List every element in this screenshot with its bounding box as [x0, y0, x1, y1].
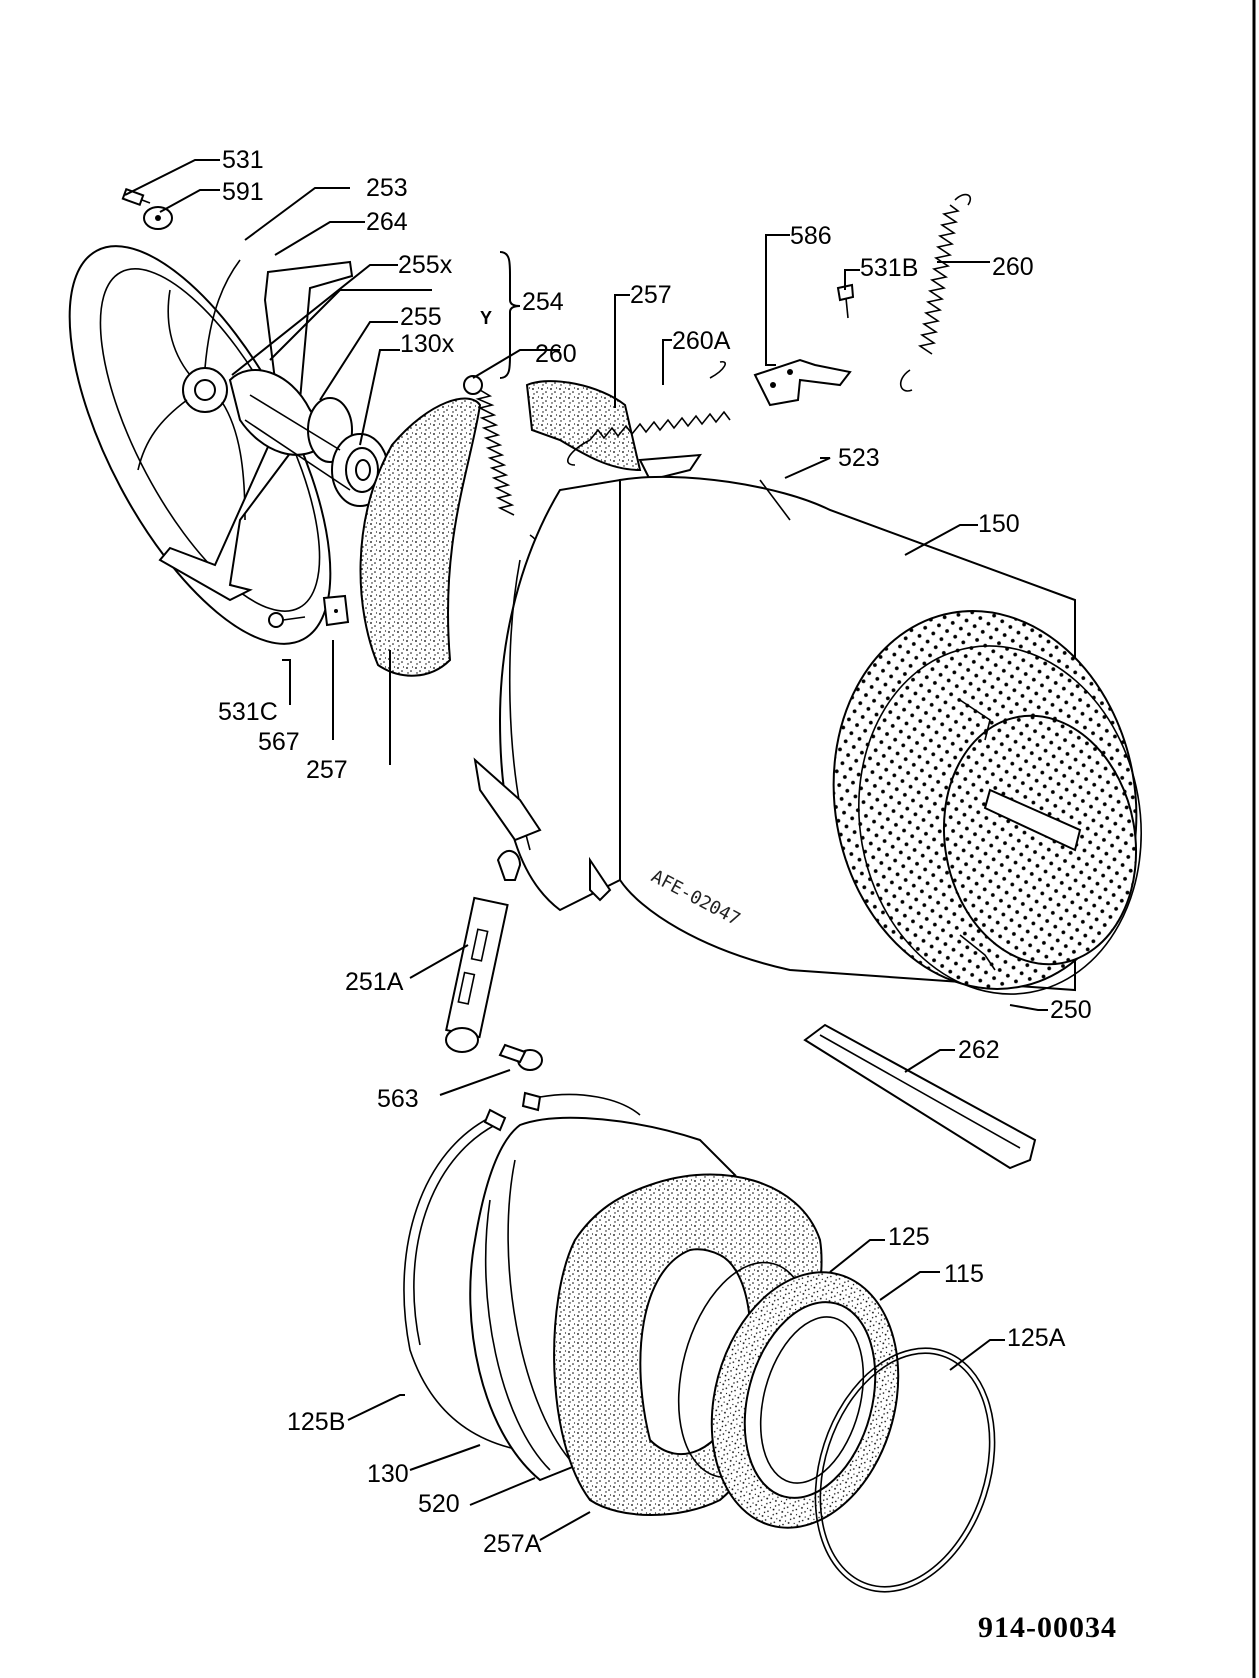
label-254: 254 — [522, 288, 564, 316]
label-255: 255 — [400, 303, 442, 331]
label-531B: 531B — [860, 254, 918, 282]
label-257A: 257A — [483, 1530, 542, 1558]
label-260A: 260A — [672, 327, 731, 355]
label-567: 567 — [258, 728, 300, 756]
weight-262 — [803, 1023, 1037, 1170]
door-seal-115 — [710, 1271, 900, 1529]
label-257-top: 257 — [630, 281, 672, 309]
label-253: 253 — [366, 174, 408, 202]
spring-260-center — [463, 375, 541, 557]
label-523: 523 — [838, 444, 880, 472]
label-260-center: 260 — [535, 340, 577, 368]
screw-531B — [836, 283, 855, 319]
label-257-bottom: 257 — [306, 756, 348, 784]
part-labels: 531 591 253 264 255x 254 255 Y 130x 260 … — [218, 146, 1092, 1558]
label-586: 586 — [790, 222, 832, 250]
counterweight-257-top — [525, 380, 642, 472]
clamp-ring-125B — [403, 1091, 641, 1451]
drum-front-250 — [832, 610, 1142, 995]
label-130x: 130x — [400, 330, 455, 358]
shock-absorber-251A — [445, 850, 522, 1053]
screw-531 — [121, 187, 151, 207]
plate-567 — [322, 594, 350, 627]
label-125B: 125B — [287, 1408, 345, 1436]
label-255-y: Y — [480, 308, 492, 328]
label-264: 264 — [366, 208, 408, 236]
drum-pulley — [68, 245, 332, 645]
washer-591 — [143, 206, 173, 230]
label-520: 520 — [418, 1490, 460, 1518]
bracket-586 — [753, 358, 852, 407]
spring-260-right — [900, 193, 972, 392]
label-125: 125 — [888, 1223, 930, 1251]
label-150: 150 — [978, 510, 1020, 538]
label-591: 591 — [222, 178, 264, 206]
label-531C: 531C — [218, 698, 278, 726]
label-563: 563 — [377, 1085, 419, 1113]
label-255x: 255x — [398, 251, 453, 279]
document-number: 914-00034 — [978, 1611, 1117, 1644]
label-125A: 125A — [1007, 1324, 1066, 1352]
label-115: 115 — [944, 1260, 984, 1288]
label-250: 250 — [1050, 996, 1092, 1024]
tub-523 — [473, 453, 702, 912]
label-260-right: 260 — [992, 253, 1034, 281]
spring-260A — [567, 360, 731, 466]
clamp-ring-125A — [814, 1347, 996, 1593]
label-262: 262 — [958, 1036, 1000, 1064]
screw-531C — [268, 612, 306, 628]
leader-lines — [124, 159, 1048, 1541]
bolt-563 — [498, 1043, 543, 1071]
label-531: 531 — [222, 146, 264, 174]
label-130: 130 — [367, 1460, 409, 1488]
counterweight-257-left — [359, 397, 482, 677]
label-251A: 251A — [345, 968, 404, 996]
